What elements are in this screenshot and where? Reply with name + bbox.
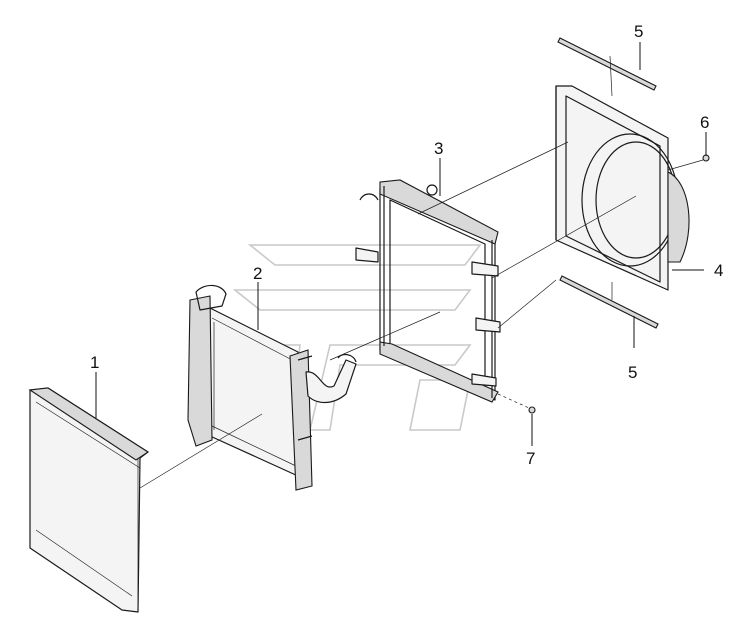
part-4-fan-shroud bbox=[555, 85, 690, 291]
callout-3: 3 bbox=[434, 139, 443, 158]
part-6-screw bbox=[667, 154, 710, 171]
callout-5-bottom: 5 bbox=[628, 363, 637, 382]
part-7-nut bbox=[497, 393, 536, 414]
part-2-intercooler bbox=[187, 284, 357, 491]
callout-6: 6 bbox=[700, 113, 709, 132]
part-5-seal-strip-top bbox=[557, 37, 657, 91]
callout-1: 1 bbox=[90, 353, 99, 372]
assembly-lines bbox=[139, 55, 637, 489]
callout-5-top: 5 bbox=[634, 22, 643, 41]
part-3-radiator bbox=[355, 179, 501, 403]
leader-lines bbox=[95, 42, 707, 446]
part-1-grille-panel bbox=[28, 387, 150, 613]
part-5-seal-strip-bottom bbox=[559, 275, 659, 329]
callout-7: 7 bbox=[526, 449, 535, 468]
callout-4: 4 bbox=[714, 261, 723, 280]
callout-2: 2 bbox=[253, 264, 262, 283]
